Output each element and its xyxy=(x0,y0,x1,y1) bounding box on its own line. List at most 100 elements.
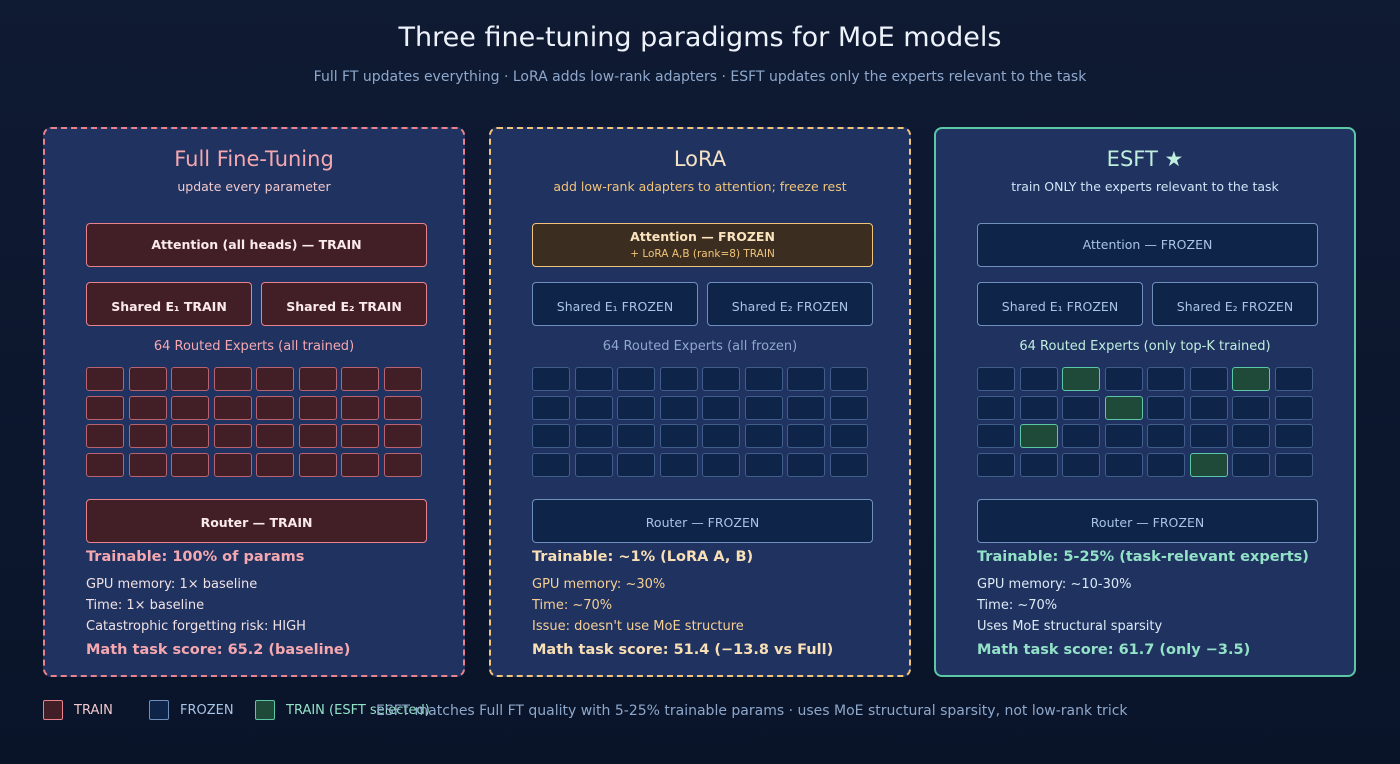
attention-block: Attention — FROZEN xyxy=(977,223,1318,267)
panel-esft: ESFT ★ train ONLY the experts relevant t… xyxy=(934,127,1356,677)
expert-cell-frozen xyxy=(1189,395,1228,420)
expert-cell-trained xyxy=(341,395,379,420)
expert-cell-trained xyxy=(86,452,124,477)
panel-description: update every parameter xyxy=(177,179,331,194)
expert-cell-frozen xyxy=(1019,395,1058,420)
router-block: Router — FROZEN xyxy=(977,499,1318,543)
expert-cell-trained xyxy=(256,395,294,420)
expert-cell-trained xyxy=(213,424,252,448)
expert-cell-frozen xyxy=(744,395,783,420)
expert-cell-frozen xyxy=(659,452,698,477)
expert-cell-frozen xyxy=(702,452,740,477)
expert-cell-frozen xyxy=(1062,452,1100,477)
expert-cell-trained xyxy=(383,424,422,448)
expert-cell-frozen xyxy=(1147,367,1185,391)
expert-cell-frozen xyxy=(532,452,570,477)
expert-cell-trained xyxy=(86,424,124,448)
expert-grid xyxy=(532,367,868,477)
attention-label: Attention — FROZEN xyxy=(1082,236,1213,252)
expert-cell-selected xyxy=(1019,424,1058,448)
expert-cell-frozen xyxy=(659,367,698,391)
shared-expert-2-label: Shared E₂ FROZEN xyxy=(1176,298,1294,314)
expert-cell-frozen xyxy=(1019,452,1058,477)
expert-cell-frozen xyxy=(787,395,825,420)
time-stat: Time: 1× baseline xyxy=(86,598,205,613)
expert-cell-frozen xyxy=(1189,367,1228,391)
expert-cell-trained xyxy=(213,367,252,391)
expert-cell-frozen xyxy=(617,367,655,391)
trainable-stat: Trainable: 5-25% (task-relevant experts) xyxy=(977,549,1309,565)
expert-cell-frozen xyxy=(829,367,868,391)
expert-cell-frozen xyxy=(1104,452,1143,477)
expert-cell-frozen xyxy=(1232,424,1270,448)
router-label: Router — FROZEN xyxy=(1090,514,1205,530)
expert-cell-frozen xyxy=(574,367,613,391)
legend-esft-label: TRAIN (ESFT selected) xyxy=(286,703,430,718)
expert-cell-frozen xyxy=(1232,395,1270,420)
expert-cell-frozen xyxy=(532,395,570,420)
expert-cell-trained xyxy=(298,424,337,448)
routed-experts-label: 64 Routed Experts (all trained) xyxy=(153,339,355,354)
router-label: Router — TRAIN xyxy=(200,514,313,530)
expert-cell-frozen xyxy=(617,452,655,477)
expert-cell-trained xyxy=(298,395,337,420)
expert-cell-frozen xyxy=(1274,452,1313,477)
expert-cell-trained xyxy=(256,452,294,477)
page-title: Three fine-tuning paradigms for MoE mode… xyxy=(398,22,1002,53)
expert-cell-trained xyxy=(213,452,252,477)
expert-cell-frozen xyxy=(702,395,740,420)
gpu-memory-stat: GPU memory: ~30% xyxy=(532,577,666,592)
expert-cell-frozen xyxy=(617,395,655,420)
shared-expert-2-label: Shared E₂ FROZEN xyxy=(731,298,849,314)
panel-full-fine-tuning: Full Fine-Tuning update every parameter … xyxy=(43,127,465,677)
shared-expert-1-label: Shared E₁ FROZEN xyxy=(556,298,674,314)
trainable-stat: Trainable: 100% of params xyxy=(86,549,305,565)
expert-cell-frozen xyxy=(532,424,570,448)
expert-cell-frozen xyxy=(1147,452,1185,477)
expert-cell-frozen xyxy=(744,367,783,391)
expert-cell-frozen xyxy=(829,424,868,448)
expert-cell-frozen xyxy=(659,424,698,448)
expert-cell-frozen xyxy=(1062,424,1100,448)
expert-cell-trained xyxy=(256,367,294,391)
expert-cell-trained xyxy=(298,367,337,391)
expert-cell-frozen xyxy=(1147,424,1185,448)
expert-cell-frozen xyxy=(744,452,783,477)
expert-cell-frozen xyxy=(1147,395,1185,420)
expert-cell-frozen xyxy=(787,452,825,477)
expert-cell-trained xyxy=(256,424,294,448)
math-score: Math task score: 61.7 (only −3.5) xyxy=(977,642,1251,658)
shared-expert-2-block: Shared E₂ FROZEN xyxy=(1152,282,1318,326)
expert-cell-selected xyxy=(1104,395,1143,420)
time-stat: Time: ~70% xyxy=(977,598,1058,613)
math-score: Math task score: 65.2 (baseline) xyxy=(86,642,351,658)
panel-description: add low-rank adapters to attention; free… xyxy=(553,179,847,194)
router-label: Router — FROZEN xyxy=(645,514,760,530)
expert-cell-frozen xyxy=(1019,367,1058,391)
expert-cell-frozen xyxy=(829,452,868,477)
expert-cell-frozen xyxy=(702,424,740,448)
math-score: Math task score: 51.4 (−13.8 vs Full) xyxy=(532,642,834,658)
shared-expert-1-block: Shared E₁ FROZEN xyxy=(977,282,1143,326)
expert-cell-frozen xyxy=(1104,367,1143,391)
legend-train-swatch xyxy=(43,700,63,720)
expert-cell-frozen xyxy=(1104,424,1143,448)
expert-cell-trained xyxy=(383,452,422,477)
trainable-stat: Trainable: ~1% (LoRA A, B) xyxy=(532,549,754,565)
expert-cell-frozen xyxy=(702,367,740,391)
legend-frozen-swatch xyxy=(149,700,169,720)
expert-cell-trained xyxy=(383,367,422,391)
expert-cell-frozen xyxy=(829,395,868,420)
expert-cell-trained xyxy=(128,424,167,448)
expert-cell-trained xyxy=(341,452,379,477)
expert-cell-frozen xyxy=(659,395,698,420)
issue-stat: Issue: doesn't use MoE structure xyxy=(532,619,744,634)
expert-cell-trained xyxy=(86,395,124,420)
page-subtitle: Full FT updates everything · LoRA adds l… xyxy=(313,69,1087,85)
attention-block: Attention (all heads) — TRAIN xyxy=(86,223,427,267)
expert-cell-frozen xyxy=(1062,395,1100,420)
attention-block: Attention — FROZEN + LoRA A,B (rank=8) T… xyxy=(532,223,873,267)
attention-label: Attention (all heads) — TRAIN xyxy=(151,236,362,252)
router-block: Router — TRAIN xyxy=(86,499,427,543)
expert-cell-trained xyxy=(128,452,167,477)
